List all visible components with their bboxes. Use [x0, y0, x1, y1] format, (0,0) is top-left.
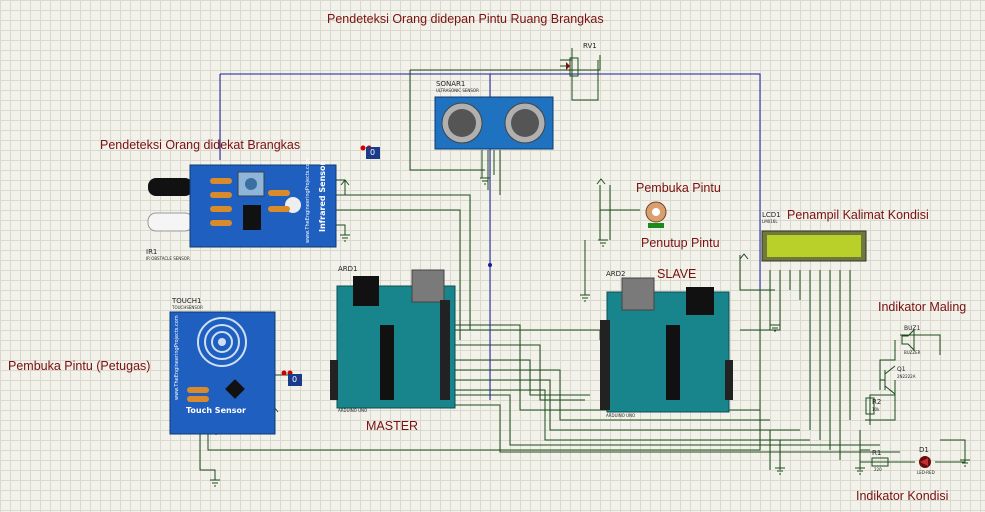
- lcd-sub: LM016L: [762, 219, 778, 224]
- led-title-label: Indikator Kondisi: [856, 489, 949, 503]
- slave-label: SLAVE: [657, 267, 697, 281]
- ard1-ref: ARD1: [338, 265, 358, 273]
- touch-title-label: Pembuka Pintu (Petugas): [8, 359, 151, 373]
- ir-ref: IR1: [146, 248, 158, 256]
- ard2-ref: ARD2: [606, 270, 626, 278]
- ir-sub: IR OBSTACLE SENSOR: [146, 256, 190, 261]
- ir-site-text: www.TheEngineeringProjects.com: [305, 158, 311, 243]
- logic-probe-ir[interactable]: [360, 145, 381, 160]
- resistor-r2[interactable]: [865, 397, 875, 415]
- resistor-r1[interactable]: [871, 457, 889, 467]
- touch-probe-value: 0: [292, 375, 298, 384]
- touch-ref: TOUCH1: [172, 297, 202, 305]
- lcd-ref: LCD1: [762, 211, 781, 219]
- infrared-sensor[interactable]: [147, 164, 337, 248]
- transistor-q1[interactable]: [880, 365, 896, 395]
- motor-close-label: Penutup Pintu: [641, 236, 720, 250]
- buzzer[interactable]: [901, 328, 915, 352]
- r2-val: 10k: [872, 407, 880, 412]
- rv1-ref: RV1: [583, 42, 597, 50]
- motor-open-label: Pembuka Pintu: [636, 181, 721, 195]
- touch-sub: TOUCHSENSOR: [172, 305, 203, 310]
- r1-val: 220: [874, 467, 882, 472]
- touch-site-text: www.TheEngineeringProjects.com: [174, 315, 180, 400]
- ir-title-label: Pendeteksi Orang didekat Brangkas: [100, 138, 301, 152]
- ir-board-text: Infrared Sensor: [318, 161, 327, 232]
- sonar-title-label: Pendeteksi Orang didepan Pintu Ruang Bra…: [327, 12, 604, 26]
- ard2-sub: ARDUINO UNO: [606, 413, 636, 418]
- touch-board-text: Touch Sensor: [186, 406, 246, 415]
- ard1-sub: ARDUINO UNO: [338, 408, 368, 413]
- lcd-display[interactable]: [761, 230, 867, 262]
- d1-sub: LED-RED: [917, 470, 935, 475]
- ground-symbols: [210, 177, 970, 487]
- master-label: MASTER: [366, 419, 419, 433]
- sonar-sub: ULTRASONIC SENSOR: [436, 88, 479, 93]
- buzzer-title-label: Indikator Maling: [878, 300, 967, 314]
- q1-ref: Q1: [897, 366, 906, 373]
- r2-ref: R2: [872, 398, 882, 406]
- buz-ref: BUZ1: [904, 325, 921, 332]
- r1-ref: R1: [872, 449, 882, 457]
- arduino-slave-board[interactable]: [600, 277, 733, 413]
- ir-probe-value: 0: [370, 148, 376, 157]
- logic-probe-touch[interactable]: [281, 370, 303, 387]
- touch-sensor[interactable]: [169, 311, 276, 435]
- rv1-potentiometer[interactable]: [560, 57, 579, 77]
- door-motor[interactable]: [645, 201, 667, 228]
- ultrasonic-sensor[interactable]: [434, 96, 554, 150]
- arduino-master-board[interactable]: [330, 269, 456, 409]
- q1-sub: 2N2222A: [897, 374, 916, 379]
- d1-ref: D1: [919, 446, 929, 454]
- lcd-title-label: Penampil Kalimat Kondisi: [787, 208, 929, 222]
- led-d1[interactable]: [919, 456, 931, 468]
- sonar-ref: SONAR1: [436, 80, 466, 88]
- buz-sub: BUZZER: [904, 350, 921, 355]
